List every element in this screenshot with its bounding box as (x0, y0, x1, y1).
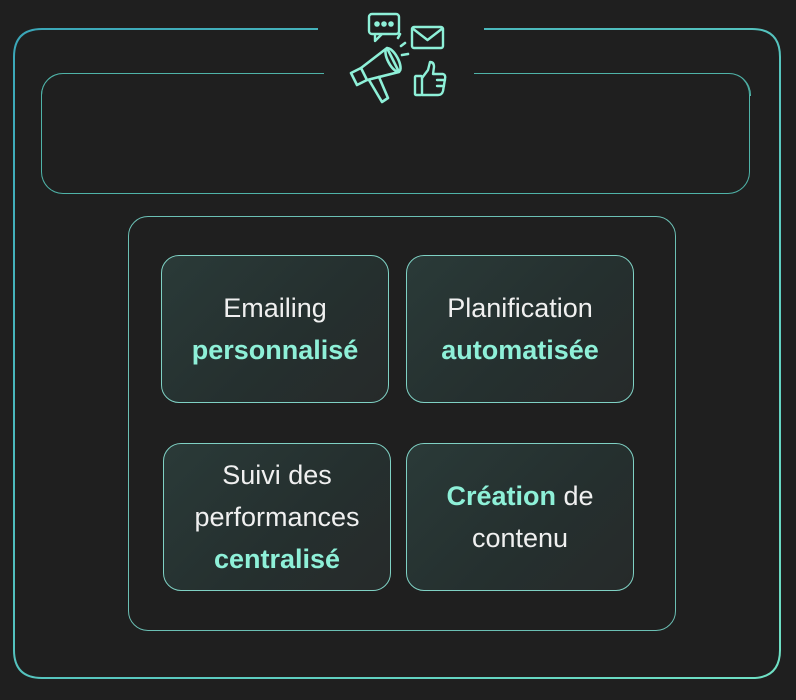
card-label: Planification (447, 293, 593, 323)
card-label: Suivi des (222, 460, 332, 490)
card-first-line: Création de (446, 475, 593, 517)
megaphone-icon (349, 32, 410, 104)
chat-bubble-icon (367, 12, 401, 43)
card-label: Emailing (223, 293, 327, 323)
card-accent: Création (446, 481, 556, 511)
card-label-2: performances (194, 502, 360, 532)
card-accent: personnalisé (191, 335, 359, 365)
card-suivi-performances[interactable]: Suivi des performances centralisé (163, 443, 391, 591)
card-label: de (563, 481, 594, 511)
card-accent: centralisé (213, 544, 341, 574)
card-accent: automatisée (441, 335, 599, 365)
services-panel (128, 216, 676, 631)
card-label-2: contenu (471, 523, 569, 553)
card-planification-automatisee[interactable]: Planification automatisée (406, 255, 634, 403)
thumbs-up-icon (413, 60, 447, 97)
card-creation-contenu[interactable]: Création de contenu (406, 443, 634, 591)
marketing-icons (349, 12, 447, 104)
envelope-icon (410, 25, 445, 50)
card-emailing-personnalise[interactable]: Emailing personnalisé (161, 255, 389, 403)
